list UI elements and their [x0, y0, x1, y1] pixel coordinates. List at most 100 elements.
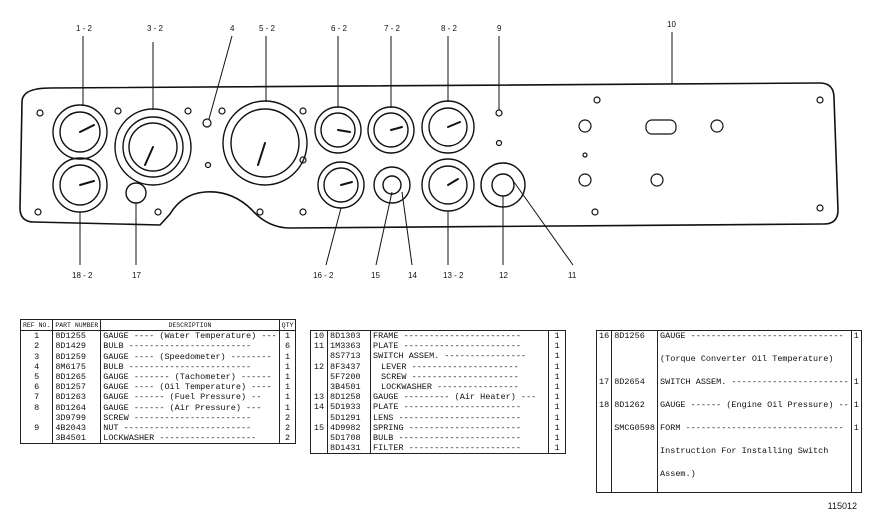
description-cell: LOCKWASHER -------------------	[100, 433, 280, 444]
ref-no-cell: 12	[310, 361, 328, 372]
qty-cell: 1	[548, 341, 566, 352]
description-cell: GAUGE ------ (Fuel Pressure) --	[100, 392, 280, 403]
description-cell: GAUGE --------- (Air Heater) ---	[370, 392, 549, 403]
part-number-cell: 8D2654	[611, 377, 659, 401]
ref-no-cell: 15	[310, 422, 328, 433]
qty-cell: 1	[548, 351, 566, 362]
part-number-cell: 8M6175	[52, 361, 102, 372]
description-cell: GAUGE ------ (Engine Oil Pressure) --	[657, 400, 852, 423]
qty-cell: 1	[548, 381, 566, 393]
description-cell: PLATE -----------------------	[370, 402, 549, 413]
description-cell: BULB ------------------------	[100, 341, 280, 352]
table-row: Assem.)	[596, 468, 862, 493]
ref-no-cell: 7	[20, 392, 54, 403]
table-header-row: REF NO. PART NUMBER DESCRIPTION QTY	[20, 319, 297, 332]
qty-cell: 1	[279, 392, 297, 403]
description-cell: BULB ------------------------	[370, 432, 549, 444]
part-number-cell: SMCG0598	[611, 422, 659, 446]
ref-no-cell	[310, 371, 328, 382]
part-number-cell: 8F3437	[327, 361, 371, 372]
callout-18: 18 - 2	[72, 271, 93, 280]
callout-10: 10	[667, 20, 676, 29]
description-cell: LEVER ---------------------	[370, 361, 549, 372]
description-cell: Assem.)	[657, 468, 852, 493]
ref-no-cell: 14	[310, 402, 328, 413]
qty-cell: 1	[548, 422, 566, 433]
qty-cell: 2	[279, 433, 297, 444]
ref-no-cell	[596, 468, 613, 493]
part-number-cell: 5D1291	[327, 412, 371, 423]
description-cell: SWITCH ASSEM. ----------------	[370, 351, 549, 362]
part-number-cell: 8D1255	[52, 330, 102, 342]
part-number-cell: 8D1303	[327, 330, 371, 342]
figure-number: 115012	[827, 501, 857, 511]
qty-cell: 1	[851, 400, 862, 423]
parts-table-1: REF NO. PART NUMBER DESCRIPTION QTY 1 8D1…	[20, 319, 297, 445]
callout-8: 8 - 2	[441, 24, 458, 33]
qty-cell: 1	[279, 371, 297, 383]
part-number-cell: 8D1264	[52, 402, 102, 413]
callout-1: 1 - 2	[76, 24, 93, 33]
callout-15: 15	[371, 271, 380, 280]
part-number-cell: 8D1257	[52, 382, 102, 393]
qty-cell: 1	[279, 330, 297, 342]
callout-16: 16 - 2	[313, 271, 334, 280]
ref-no-cell: 16	[596, 330, 613, 355]
header-ref-no: REF NO.	[20, 319, 54, 332]
table-row: Instruction For Installing Switch	[596, 445, 862, 469]
part-number-cell: 8D1263	[52, 392, 102, 403]
ref-no-cell	[596, 422, 613, 446]
qty-cell: 1	[548, 402, 566, 413]
description-cell: LENS ------------------------	[370, 412, 549, 423]
part-number-cell: 8D1256	[611, 330, 659, 355]
ref-no-cell: 6	[20, 382, 54, 393]
qty-cell: 6	[279, 341, 297, 352]
qty-cell: 1	[851, 330, 862, 355]
part-number-cell: 3B4501	[327, 381, 371, 393]
description-cell: SWITCH ASSEM. -----------------------	[657, 377, 852, 401]
ref-no-cell: 11	[310, 341, 328, 352]
callout-6: 6 - 2	[331, 24, 348, 33]
part-number-cell: 3D9799	[52, 412, 102, 423]
callout-3: 3 - 2	[147, 24, 164, 33]
instrument-panel-diagram: 1 - 2 3 - 2 4 5 - 2 6 - 2 7 - 2 8 - 2 9 …	[19, 20, 839, 280]
ref-no-cell: 17	[596, 377, 613, 401]
callout-9: 9	[497, 24, 502, 33]
callout-17: 17	[132, 271, 141, 280]
panel-outline	[19, 82, 839, 229]
description-cell: NUT -------------------------	[100, 422, 280, 434]
description-cell: Instruction For Installing Switch	[657, 445, 852, 469]
qty-cell: 1	[279, 382, 297, 393]
qty-cell: 1	[548, 432, 566, 444]
description-cell: SCREW ---------------------	[370, 371, 549, 382]
part-number-cell: 5D1933	[327, 402, 371, 413]
ref-no-cell	[310, 381, 328, 393]
qty-cell: 1	[548, 392, 566, 403]
part-number-cell	[611, 445, 659, 469]
header-description: DESCRIPTION	[100, 319, 280, 332]
part-number-cell: 4D9982	[327, 422, 371, 433]
ref-no-cell: 4	[20, 361, 54, 372]
qty-cell: 1	[548, 371, 566, 382]
description-cell: (Torque Converter Oil Temperature)	[657, 354, 852, 378]
ref-no-cell	[596, 445, 613, 469]
description-cell: GAUGE ------- (Tachometer) ------	[100, 371, 280, 383]
